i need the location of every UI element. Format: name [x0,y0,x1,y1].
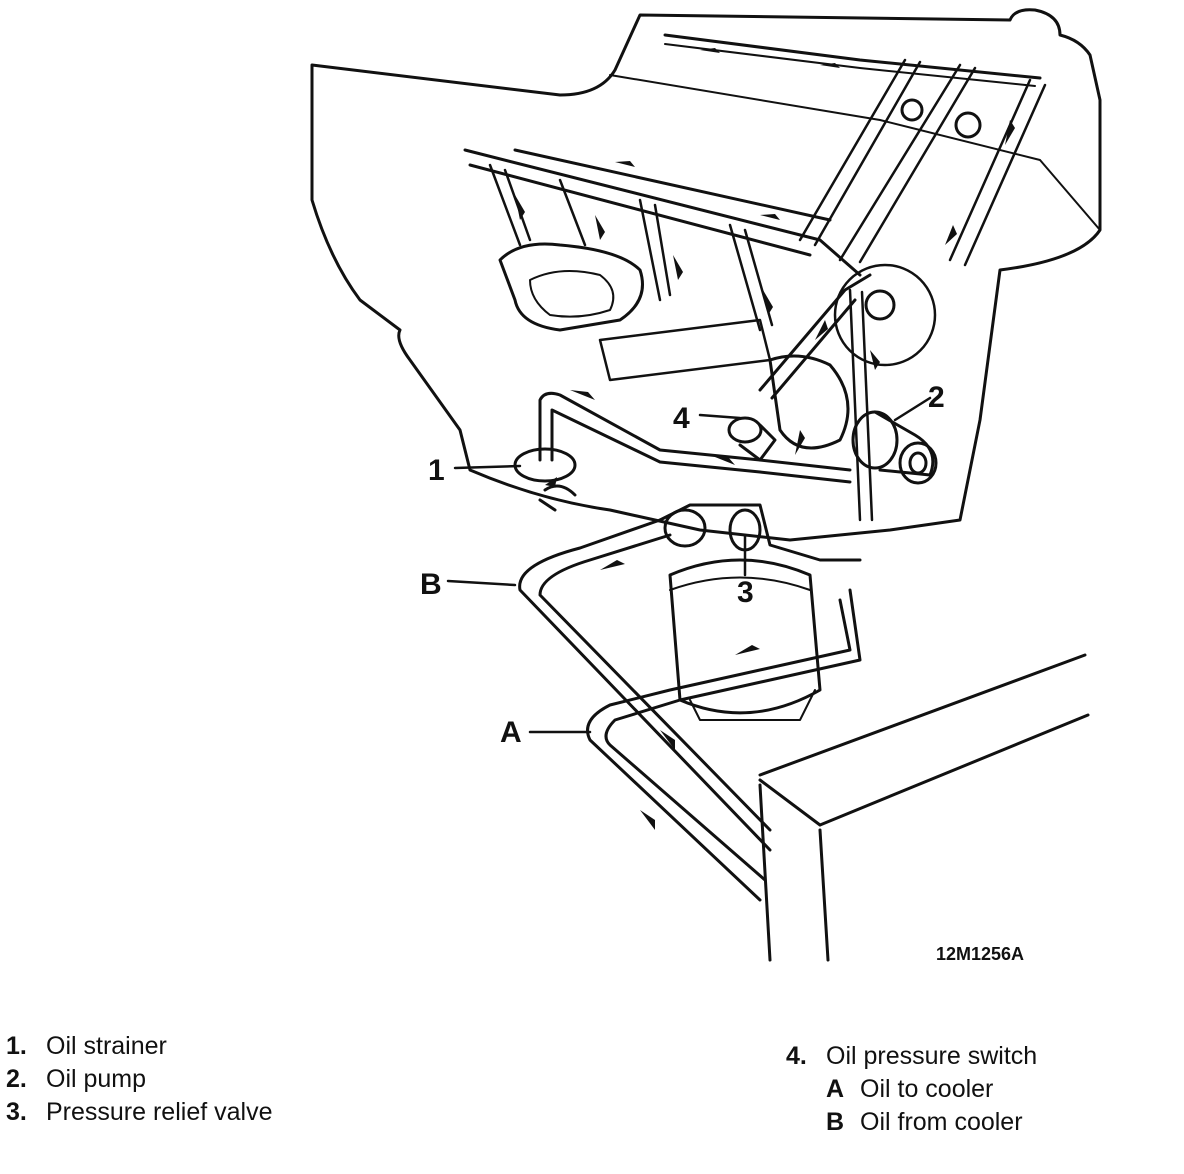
legend-right: 4. Oil pressure switch A Oil to cooler B Oi… [786,1040,1037,1139]
cooler-line-b [518,518,772,852]
legend-key: 1. [6,1032,27,1060]
legend-text: Pressure relief valve [46,1098,273,1126]
legend-left: 1. Oil strainer 2. Oil pump 3. Pressure rel… [6,1030,272,1129]
callout-4: 4 [673,402,690,435]
oil-pump [851,410,938,485]
legend-text: Oil to cooler [860,1075,994,1103]
crank-pulley [833,263,937,367]
legend-key: B [826,1108,845,1136]
flow-arrows [515,48,1015,830]
legend-key: 4. [786,1042,807,1070]
legend-text: Oil pump [46,1065,147,1093]
leader-1 [453,464,522,470]
cooler-line-a [586,588,862,902]
engine-block-outline [310,8,1102,542]
legend-text: Oil from cooler [860,1108,1023,1136]
legend-item-1: 1. Oil strainer [6,1030,272,1063]
oil-filter [658,503,862,721]
crankshaft [498,242,644,332]
cam-feed-pipes [798,58,1047,267]
main-gallery-line [609,74,1101,231]
legend-item-a: A Oil to cooler [786,1073,1037,1106]
main-feed-line [758,273,872,400]
leader-b [446,579,517,587]
leader-4 [698,413,742,420]
legend-item-3: 3. Pressure relief valve [6,1096,272,1129]
figure-id: 12M1256A [936,944,1024,964]
oil-strainer [513,447,577,483]
callout-b: B [420,568,442,601]
legend-text: Oil strainer [46,1032,167,1060]
legend-item-4: 4. Oil pressure switch [786,1040,1037,1073]
lower-oil-rail [463,148,862,277]
pickup-pipe [538,391,852,484]
legend-key: 2. [6,1065,27,1093]
callout-2: 2 [928,381,945,414]
callout-3: 3 [737,576,754,609]
legend-key: 3. [6,1098,27,1126]
legend-key: A [826,1075,845,1103]
oil-cooler-box [758,653,1090,962]
legend-item-b: B Oil from cooler [786,1106,1037,1139]
callout-a: A [500,716,522,749]
legend-text: Oil pressure switch [826,1042,1038,1070]
callout-1: 1 [428,454,445,487]
leader-2 [893,396,932,422]
upper-oil-rail [663,33,1042,80]
legend-item-2: 2. Oil pump [6,1063,272,1096]
oil-pressure-switch [727,416,777,462]
drop-pipes [488,163,774,332]
